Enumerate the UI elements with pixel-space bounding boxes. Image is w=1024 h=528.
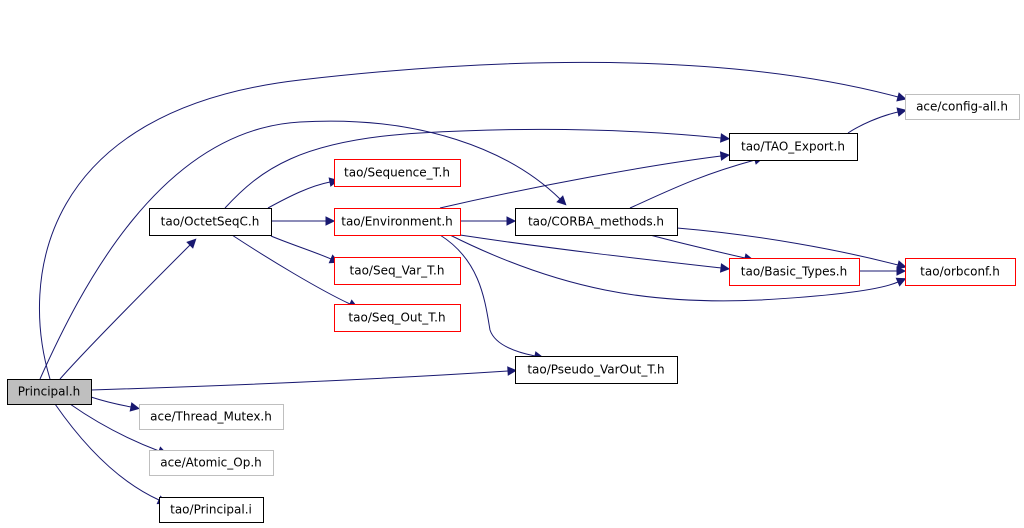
- node-thread-mutex-h[interactable]: ace/Thread_Mutex.h: [139, 404, 284, 430]
- node-orbconf-h[interactable]: tao/orbconf.h: [905, 258, 1016, 286]
- node-box: [139, 404, 284, 430]
- node-box: [159, 497, 264, 523]
- node-box: [7, 379, 92, 405]
- edge-octetseqc_h-to-environment_h: [271, 216, 336, 226]
- edge-line: [90, 370, 509, 391]
- node-label: ace/Atomic_Op.h: [160, 456, 262, 470]
- arrowhead: [896, 92, 907, 102]
- arrowhead: [896, 107, 907, 117]
- node-basic-types-h[interactable]: tao/Basic_Types.h: [729, 258, 860, 286]
- edge-octetseqc_h-to-seq_var_t_h: [270, 235, 340, 264]
- node-config-all-h[interactable]: ace/config-all.h: [905, 94, 1020, 120]
- node-principal-i[interactable]: tao/Principal.i: [159, 497, 264, 523]
- edge-principal_h-to-octetseqc_h: [59, 238, 197, 380]
- node-label: Principal.h: [18, 385, 81, 399]
- edge-line: [224, 128, 722, 209]
- edge-line: [847, 111, 899, 134]
- arrowhead: [719, 263, 731, 273]
- edge-corba_methods_h-to-tao_export_h: [629, 155, 764, 209]
- edge-corba_methods_h-to-basic_types_h: [649, 234, 754, 263]
- node-principal-h[interactable]: Principal.h: [7, 379, 92, 405]
- node-label: tao/Seq_Out_T.h: [348, 311, 445, 325]
- edge-line: [649, 234, 746, 259]
- node-label: ace/Thread_Mutex.h: [150, 410, 272, 424]
- node-label: tao/orbconf.h: [920, 265, 1000, 279]
- node-atomic-op-h[interactable]: ace/Atomic_Op.h: [149, 450, 274, 476]
- node-box: [729, 258, 860, 286]
- node-box: [334, 304, 461, 332]
- arrowhead: [896, 266, 907, 276]
- edge-environment_h-to-corba_methods_h: [460, 216, 517, 226]
- arrowhead: [507, 366, 518, 376]
- edge-line: [59, 244, 191, 380]
- edge-environment_h-to-basic_types_h: [459, 234, 731, 273]
- edge-environment_h-to-orbconf_h: [449, 234, 907, 302]
- edge-environment_h-to-tao_export_h: [439, 151, 731, 209]
- node-octetseqc-h[interactable]: tao/OctetSeqC.h: [149, 208, 272, 236]
- node-label: tao/Basic_Types.h: [741, 265, 847, 279]
- node-box: [149, 208, 272, 236]
- edge-line: [449, 234, 899, 302]
- edge-line: [629, 159, 756, 209]
- edge-line: [54, 403, 160, 501]
- edge-principal_h-to-corba_methods_h: [39, 120, 567, 380]
- node-label: tao/Sequence_T.h: [344, 166, 450, 180]
- node-environment-h[interactable]: tao/Environment.h: [334, 208, 461, 236]
- node-seq-out-t-h[interactable]: tao/Seq_Out_T.h: [334, 304, 461, 332]
- edges-layer: [38, 61, 907, 505]
- edge-principal_h-to-thread_mutex_h: [90, 396, 140, 412]
- nodes-layer: Principal.h tao/OctetSeqC.h tao/Sequence_T…: [7, 94, 1020, 523]
- node-label: tao/OctetSeqC.h: [161, 215, 260, 229]
- edge-line: [69, 403, 160, 452]
- node-box: [905, 94, 1020, 120]
- node-pseudo-varout-t-h[interactable]: tao/Pseudo_VarOut_T.h: [515, 356, 678, 384]
- edge-line: [267, 181, 331, 209]
- arrowhead: [325, 216, 336, 226]
- node-box: [334, 159, 461, 187]
- arrowhead: [719, 151, 731, 161]
- edge-line: [459, 234, 722, 269]
- edge-line: [270, 235, 332, 260]
- edge-principal_h-to-pseudo_varout_t_h: [90, 366, 518, 391]
- edge-line: [38, 61, 899, 380]
- node-label: tao/CORBA_methods.h: [528, 215, 664, 229]
- node-label: tao/Principal.i: [170, 503, 252, 517]
- node-box: [515, 208, 678, 236]
- node-corba-methods-h[interactable]: tao/CORBA_methods.h: [515, 208, 678, 236]
- edge-principal_h-to-config_all_h: [38, 61, 907, 380]
- node-box: [149, 450, 274, 476]
- arrowhead: [186, 238, 197, 249]
- edge-line: [676, 227, 899, 266]
- edge-corba_methods_h-to-orbconf_h: [676, 227, 907, 270]
- arrowhead: [129, 402, 140, 412]
- arrowhead: [720, 133, 731, 143]
- edge-line: [90, 396, 132, 408]
- edge-line: [439, 234, 536, 357]
- node-label: ace/config-all.h: [916, 100, 1008, 114]
- arrowhead: [896, 260, 907, 270]
- edge-line: [39, 120, 561, 380]
- arrowhead: [506, 216, 517, 226]
- edge-octetseqc_h-to-sequence_t_h: [267, 177, 339, 209]
- edge-tao_export_h-to-config_all_h: [847, 107, 907, 134]
- node-seq-var-t-h[interactable]: tao/Seq_Var_T.h: [334, 257, 461, 285]
- node-box: [905, 258, 1016, 286]
- arrowhead: [895, 277, 907, 287]
- edge-line: [439, 155, 722, 209]
- node-box: [729, 133, 858, 161]
- edge-octetseqc_h-to-tao_export_h: [224, 128, 731, 209]
- node-box: [334, 208, 461, 236]
- edge-basic_types_h-to-orbconf_h: [859, 266, 907, 276]
- node-label: tao/TAO_Export.h: [741, 140, 845, 154]
- edge-line: [231, 234, 351, 305]
- node-box: [334, 257, 461, 285]
- arrowhead: [556, 195, 567, 206]
- node-box: [515, 356, 678, 384]
- node-label: tao/Environment.h: [341, 215, 453, 229]
- node-label: tao/Pseudo_VarOut_T.h: [527, 363, 664, 377]
- node-tao-export-h[interactable]: tao/TAO_Export.h: [729, 133, 858, 161]
- node-sequence-t-h[interactable]: tao/Sequence_T.h: [334, 159, 461, 187]
- node-label: tao/Seq_Var_T.h: [350, 264, 445, 278]
